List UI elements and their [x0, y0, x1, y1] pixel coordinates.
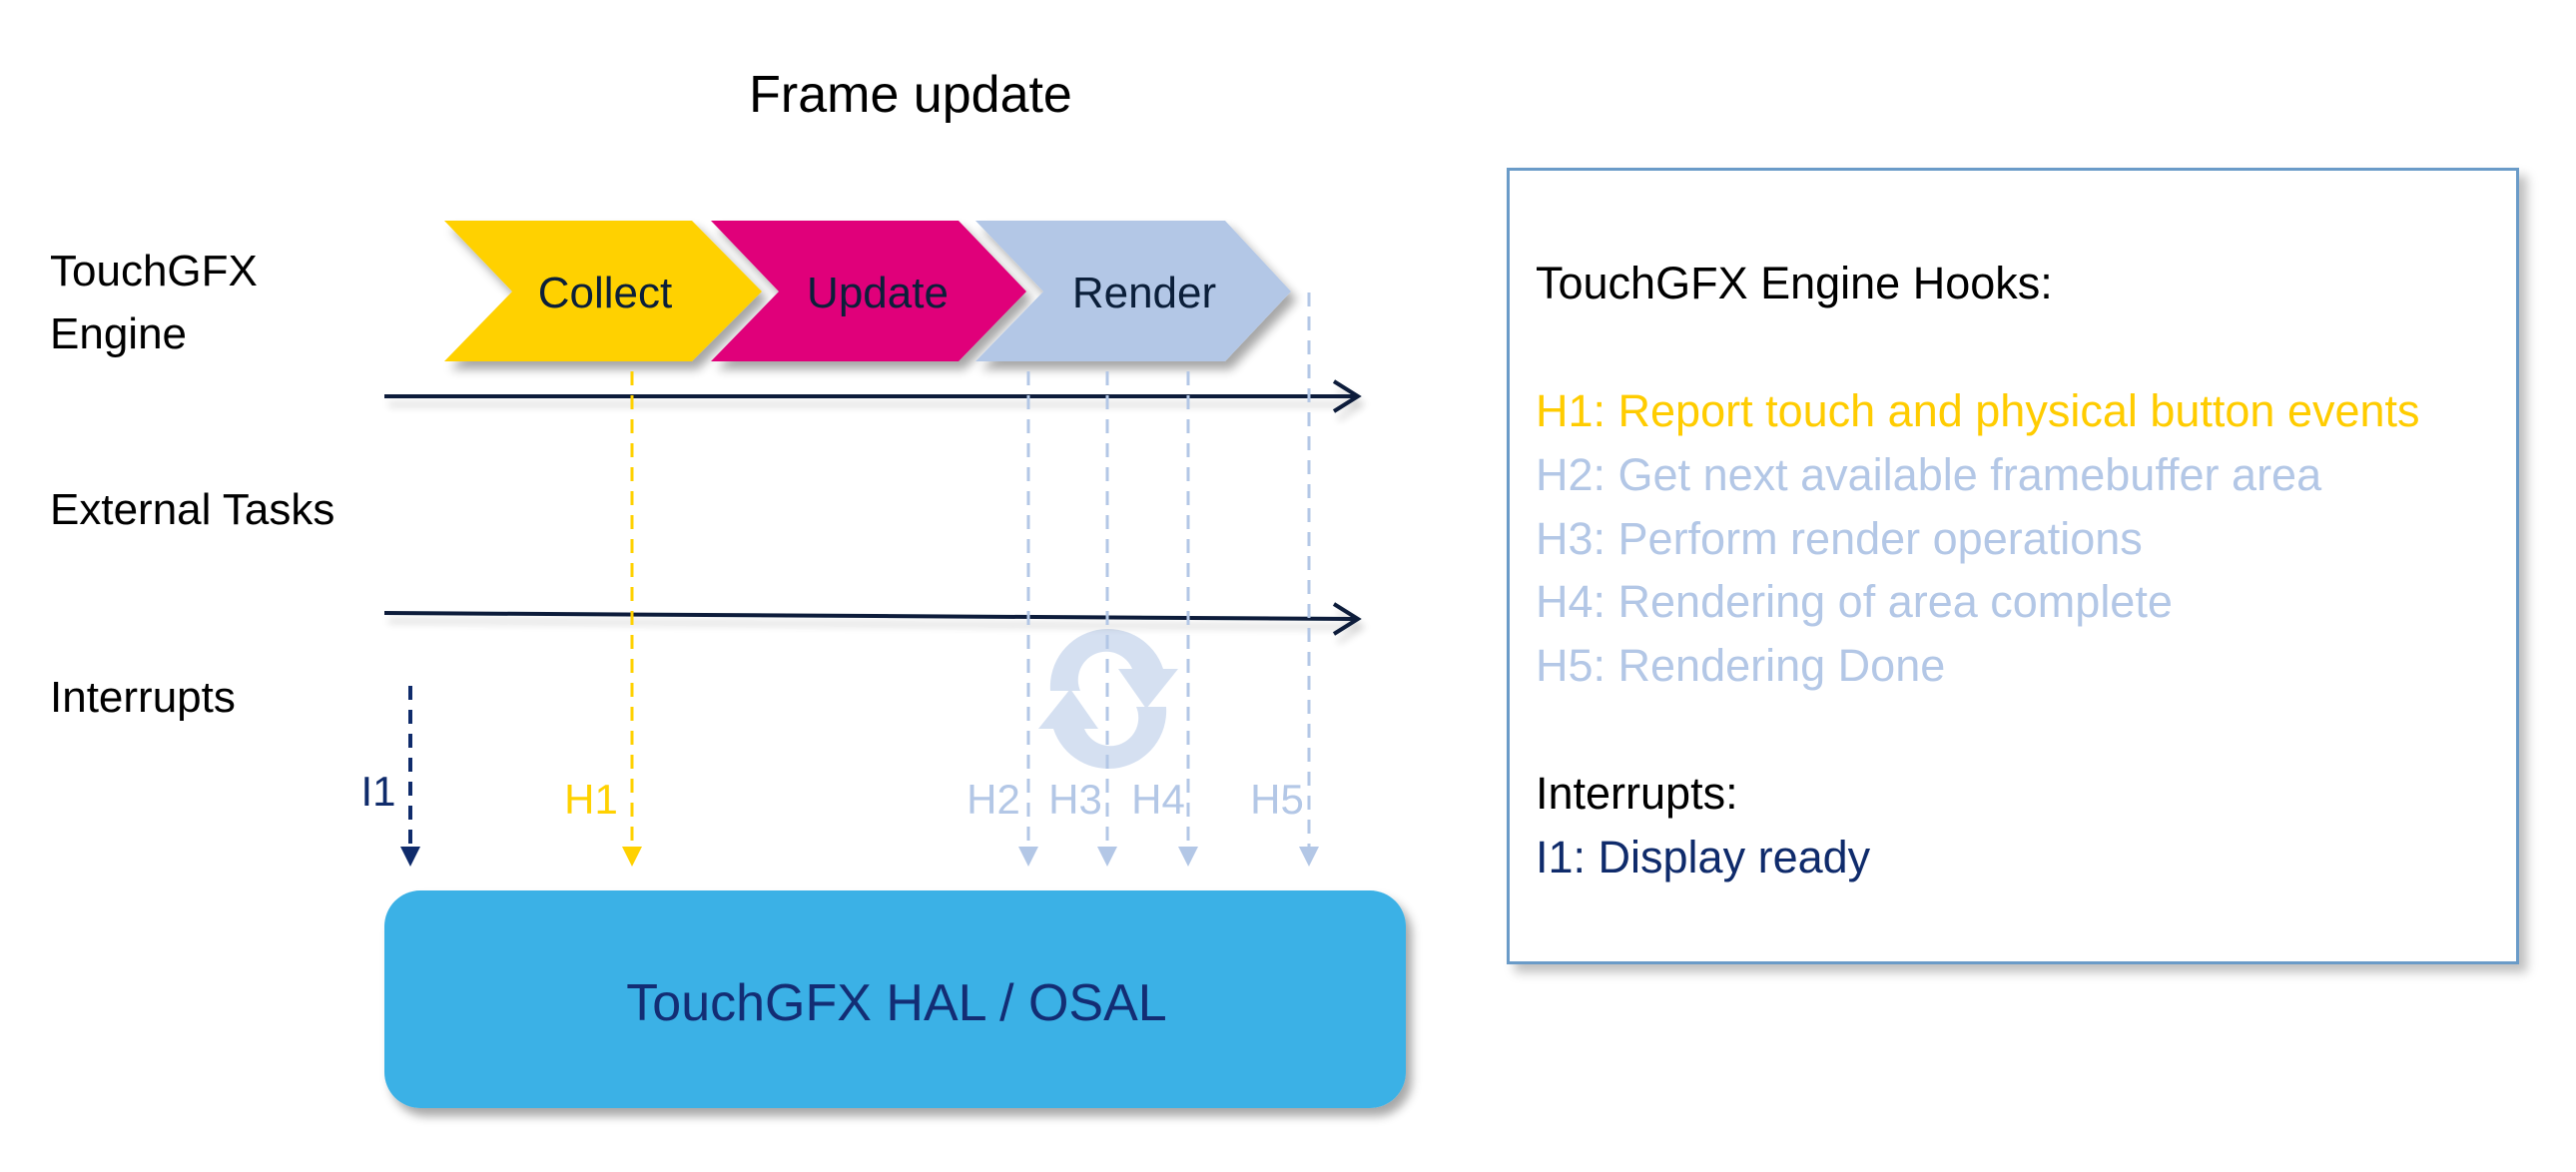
marker-label-h4: H4 [1131, 776, 1185, 823]
marker-label-h1: H1 [564, 776, 618, 823]
marker-label-h3: H3 [1048, 776, 1102, 823]
phase-label-update: Update [807, 269, 949, 317]
phase-label-collect: Collect [538, 269, 673, 317]
legend-panel: TouchGFX Engine Hooks: H1: Report touch … [1507, 168, 2519, 964]
marker-arrow-h1 [622, 371, 642, 867]
marker-arrow-h4 [1178, 371, 1198, 867]
legend-hook-h5: H5: Rendering Done [1536, 640, 1946, 691]
marker-label-h2: H2 [966, 776, 1020, 823]
arrowhead-icon [1178, 847, 1198, 867]
marker-arrow-i1 [400, 686, 420, 867]
legend-hooks-heading: TouchGFX Engine Hooks: [1536, 258, 2053, 308]
arrowhead-icon [400, 847, 420, 867]
chevron-update [711, 221, 1026, 361]
lane-label-engine-line1: TouchGFX [50, 247, 258, 295]
phase-chevrons [444, 221, 1291, 361]
legend-interrupts-heading: Interrupts: [1536, 768, 1738, 819]
lane-label-external-tasks: External Tasks [50, 485, 334, 534]
marker-arrow-h5 [1299, 293, 1319, 867]
arrowhead-icon [1018, 847, 1038, 867]
legend-interrupt-i1: I1: Display ready [1536, 832, 1871, 882]
refresh-icon [1038, 628, 1178, 770]
chevron-collect [444, 221, 762, 361]
hal-osal-label: TouchGFX HAL / OSAL [626, 974, 1166, 1032]
engine-timeline-arrow [384, 379, 1362, 413]
phase-label-render: Render [1072, 269, 1216, 317]
lane-label-interrupts: Interrupts [50, 673, 236, 722]
lane-label-engine-line2: Engine [50, 309, 187, 358]
legend-hook-h3: H3: Perform render operations [1536, 513, 2143, 564]
legend-hook-h1: H1: Report touch and physical button eve… [1536, 385, 2420, 436]
marker-arrow-h2 [1018, 371, 1038, 867]
legend-hook-h2: H2: Get next available framebuffer area [1536, 449, 2322, 500]
marker-arrow-h3 [1097, 371, 1117, 867]
legend-hook-h4: H4: Rendering of area complete [1536, 576, 2173, 627]
arrowhead-icon [622, 847, 642, 867]
chevron-render [975, 221, 1291, 361]
arrowhead-icon [1097, 847, 1117, 867]
hal-osal-box [384, 890, 1406, 1108]
arrowhead-icon [1299, 847, 1319, 867]
marker-label-h5: H5 [1250, 776, 1304, 823]
external-tasks-timeline-arrow [383, 602, 1362, 636]
marker-label-i1: I1 [360, 768, 395, 815]
diagram-title: Frame update [749, 66, 1072, 124]
